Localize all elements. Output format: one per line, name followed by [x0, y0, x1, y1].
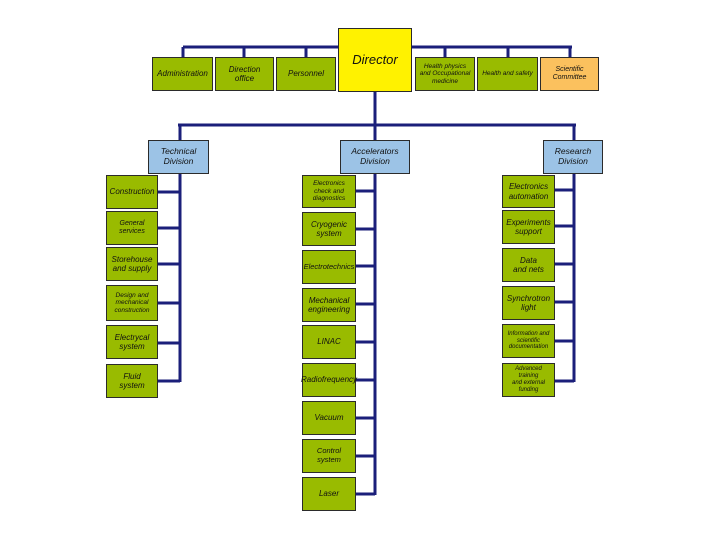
technical-unit-electrical: Electrycal system: [106, 325, 158, 359]
scientific-committee-box: Scientific Committee: [540, 57, 599, 91]
technical-unit-storehouse: Storehouse and supply: [106, 247, 158, 281]
accelerators-unit-mechanical: Mechanical engineering: [302, 288, 356, 322]
research-unit-electronics-automation: Electronics automation: [502, 175, 555, 208]
research-division-box: Research Division: [543, 140, 603, 174]
research-unit-synchrotron: Synchrotron light: [502, 286, 555, 320]
technical-unit-construction: Construction: [106, 175, 158, 209]
accelerators-unit-vacuum: Vacuum: [302, 401, 356, 435]
technical-division-box: Technical Division: [148, 140, 209, 174]
research-unit-experiments-support: Experiments support: [502, 210, 555, 244]
technical-unit-fluid: Fluid system: [106, 364, 158, 398]
accelerators-unit-linac: LINAC: [302, 325, 356, 359]
administration-box: Administration: [152, 57, 213, 91]
personnel-box: Personnel: [276, 57, 336, 91]
accelerators-division-box: Accelerators Division: [340, 140, 410, 174]
accelerators-unit-electrotechnics: Electrotechnics: [302, 250, 356, 284]
technical-unit-design: Design and mechanical construction: [106, 285, 158, 321]
research-unit-information: Information and scientific documentation: [502, 324, 555, 358]
research-unit-data-nets: Data and nets: [502, 248, 555, 282]
research-unit-advanced-training: Advanced training and external funding: [502, 363, 555, 397]
direction-office-box: Direction office: [215, 57, 274, 91]
technical-unit-general-services: General services: [106, 211, 158, 245]
health-physics-box: Health physics and Occupational medicine: [415, 57, 475, 91]
health-safety-box: Health and safety: [477, 57, 538, 91]
accelerators-unit-radiofrequency: Radiofrequency: [301, 363, 357, 397]
accelerators-unit-laser: Laser: [302, 477, 356, 511]
accelerators-unit-cryogenic: Cryogenic system: [302, 212, 356, 246]
accelerators-unit-control-system: Control system: [302, 439, 356, 473]
accelerators-unit-electronics: Electronics check and diagnostics: [302, 175, 356, 208]
director-box: Director: [338, 28, 412, 92]
